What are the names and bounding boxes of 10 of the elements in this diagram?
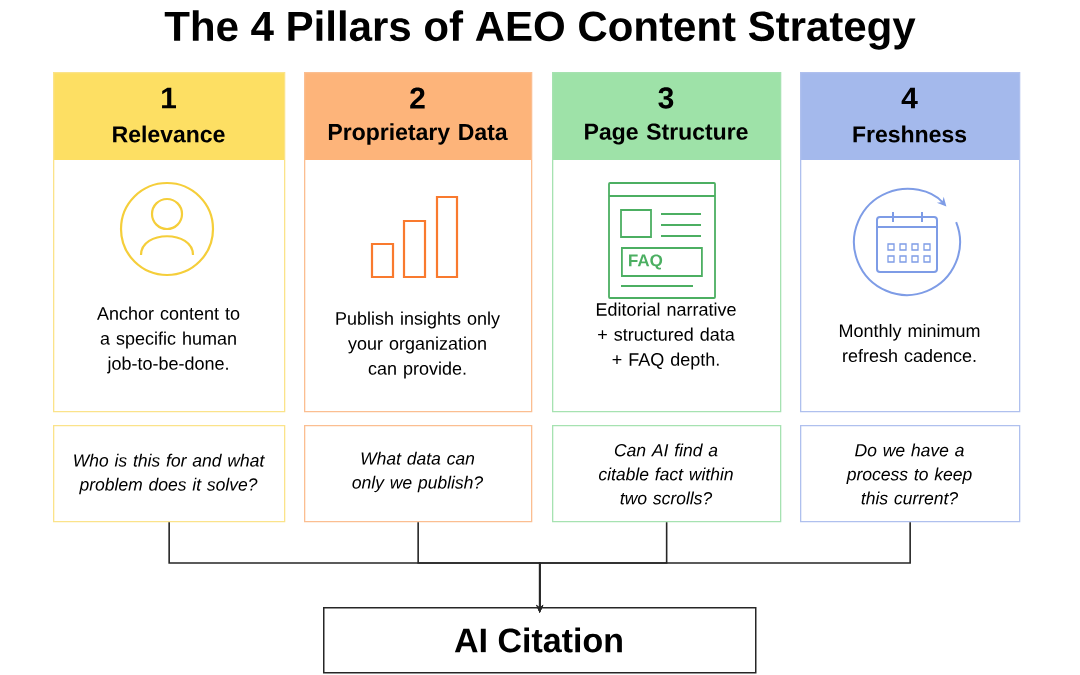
question-box: Do we have a process to keep this current? (800, 425, 1021, 523)
pillar-card: 1 Relevance Anchor content to a specific human job-to-be-done. (53, 72, 286, 413)
result-box: AI Citation (323, 607, 757, 674)
faq-box: FAQ (621, 247, 703, 277)
question-box: Can AI find a citable fact within two scrolls? (552, 425, 782, 523)
pillar-card: 2 Proprietary Data Publish insights only your organization can provide. (304, 72, 533, 413)
pillar-card: 4 Freshness Monthly minimum refresh cadence. (800, 72, 1021, 413)
question-box: Who is this for and what problem does it solve? (53, 425, 286, 523)
question-box: What data can only we publish? (304, 425, 533, 523)
title: The 4 Pillars of AEO Content Strategy (164, 10, 916, 50)
